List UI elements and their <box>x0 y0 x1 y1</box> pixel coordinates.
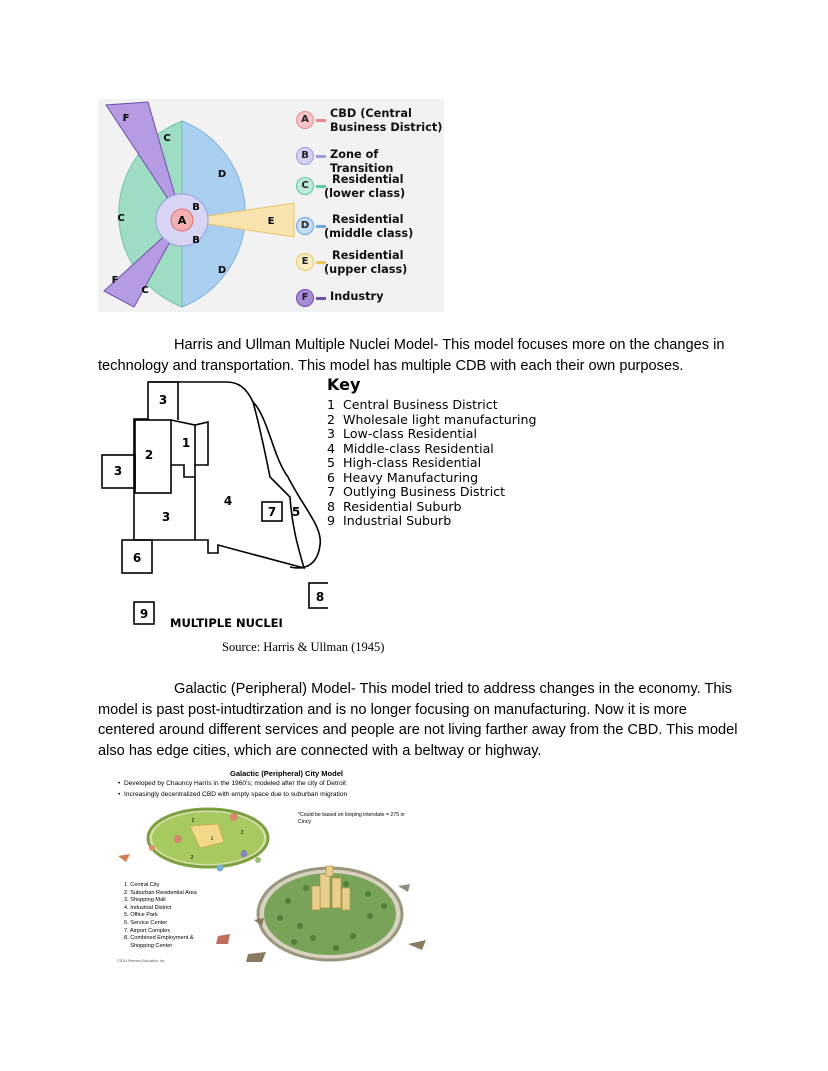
map-number: 5 <box>292 505 300 519</box>
paragraph-text: Harris and Ullman Multiple Nuclei Model-… <box>98 337 725 374</box>
sector-label-f: F <box>112 275 119 286</box>
legend-badge-e: E <box>296 253 314 271</box>
legend-dash <box>316 185 326 188</box>
map-number: 9 <box>140 607 148 621</box>
map-caption: MULTIPLE NUCLEI <box>170 616 283 630</box>
paragraph-text: Galactic (Peripheral) Model- This model … <box>98 681 738 759</box>
legend-dash <box>316 297 326 300</box>
key-title: Key <box>327 375 361 394</box>
legend-label-line: Residential <box>332 213 404 226</box>
sector-label-a: A <box>178 214 187 227</box>
key-item: 9 Industrial Suburb <box>327 513 452 528</box>
legend-dash <box>316 225 326 228</box>
legend-label: Industry <box>330 290 383 304</box>
legend-dash <box>316 155 326 158</box>
figure-bullet: • Developed by Chauncy Harris in the 196… <box>118 780 346 787</box>
galactic-legend-item: 2. Suburban Residential Area <box>124 889 197 896</box>
legend-label-line: CBD (Central <box>330 107 412 120</box>
legend-label: Residential(middle class) <box>324 213 413 241</box>
map-number: 3 <box>159 393 167 407</box>
legend-label-line: (lower class) <box>324 187 406 200</box>
map-number: 7 <box>268 505 276 519</box>
galactic-legend-item: 4. Industrial District <box>124 904 172 911</box>
galactic-legend-item: 5. Office Park <box>124 912 158 919</box>
ring-number: 1 <box>211 836 214 842</box>
legend-label-line: Residential <box>332 173 404 186</box>
figure-source: Source: Harris & Ullman (1945) <box>222 640 385 654</box>
legend-badge-a: A <box>296 111 314 129</box>
multiple-nuclei-map: 3 1 2 3 4 3 7 5 6 8 9 MULTIPLE NUCLEI <box>101 381 328 630</box>
map-number: 8 <box>316 590 324 604</box>
key-item: 2 Wholesale light manufacturing <box>327 411 537 427</box>
key-item: 6 Heavy Manufacturing <box>327 469 479 485</box>
key-item: 8 Residential Suburb <box>327 498 462 514</box>
galactic-legend-item: 3. Shopping Mall <box>124 897 166 904</box>
galactic-illustration: 1 2 2 2 2 3 3 4 6 <box>118 807 426 962</box>
legend-dash <box>316 261 326 264</box>
ring-number: 2 <box>191 855 194 861</box>
galactic-legend-item: 1. Central City <box>124 882 160 888</box>
legend-badge-b: B <box>296 147 314 165</box>
key-item: 1 Central Business District <box>327 397 498 412</box>
legend-label-line: Residential <box>332 249 404 262</box>
legend-badge-c: C <box>296 177 314 195</box>
multiple-nuclei-figure: 3 1 2 3 4 3 7 5 6 8 9 MULTIPLE NUCLEI Ke… <box>98 375 558 659</box>
legend-label-line: (upper class) <box>324 263 408 276</box>
legend-label: Zone of Transition <box>330 148 444 176</box>
galactic-legend-item: Shopping Center <box>124 942 173 949</box>
bullet-text: Increasingly decentralized CBD with empt… <box>123 791 348 798</box>
galactic-model-figure: Galactic (Peripheral) City Model • Devel… <box>108 766 438 966</box>
legend-badge-f: F <box>296 289 314 307</box>
sector-label-e: E <box>268 216 275 227</box>
map-number: 3 <box>114 464 122 478</box>
ring-number: 2 <box>241 830 244 836</box>
map-number: 4 <box>224 494 232 508</box>
galactic-legend-item: 6. Service Center <box>124 920 168 926</box>
sector-label-b: B <box>192 235 200 246</box>
key-item: 7 Outlying Business District <box>327 484 506 499</box>
sector-label-f: F <box>123 113 130 124</box>
key-item: 4 Middle-class Residential <box>327 440 494 456</box>
legend-label-line: Industry <box>330 290 384 303</box>
legend-label: Residential(upper class) <box>324 249 407 277</box>
sector-label-c: C <box>141 285 148 296</box>
sector-model-diagram: A B B C C C D D E F F <box>103 101 295 308</box>
sector-label-b: B <box>192 202 200 213</box>
bullet-text: Developed by Chauncy Harris in the 1960’… <box>123 780 346 787</box>
figure-note: *Could be based on looping interstate = … <box>298 812 405 825</box>
sector-label-d: D <box>218 265 226 276</box>
sector-label-c: C <box>163 133 170 144</box>
legend-label: Residential(lower class) <box>324 173 405 201</box>
legend-dash <box>316 119 326 122</box>
figure-bullet: • Increasingly decentralized CBD with em… <box>118 791 348 798</box>
legend-label-line: Business District) <box>330 121 443 134</box>
copyright: ©2011 Pearson Education, Inc. <box>117 959 166 963</box>
legend-badge-d: D <box>296 217 314 235</box>
map-number: 6 <box>133 551 141 565</box>
paragraph-galactic: Galactic (Peripheral) Model- This model … <box>98 679 738 761</box>
figure-title: Galactic (Peripheral) City Model <box>230 769 343 778</box>
paragraph-multiple-nuclei: Harris and Ullman Multiple Nuclei Model-… <box>98 335 738 376</box>
galactic-legend-item: 8. Combined Employment & <box>124 935 194 942</box>
galactic-legend-item: 7. Airport Complex <box>124 927 171 934</box>
key-item: 3 Low-class Residential <box>327 426 477 441</box>
sector-label-d: D <box>218 169 226 180</box>
map-number: 2 <box>145 448 153 462</box>
map-number: 3 <box>162 510 170 524</box>
ring-number: 2 <box>192 818 195 824</box>
legend-label-line: (middle class) <box>324 227 414 240</box>
map-number: 1 <box>182 436 190 450</box>
key-item: 5 High-class Residential <box>327 455 482 470</box>
sector-label-c: C <box>117 213 124 224</box>
legend-label-line: Zone of Transition <box>330 148 394 175</box>
